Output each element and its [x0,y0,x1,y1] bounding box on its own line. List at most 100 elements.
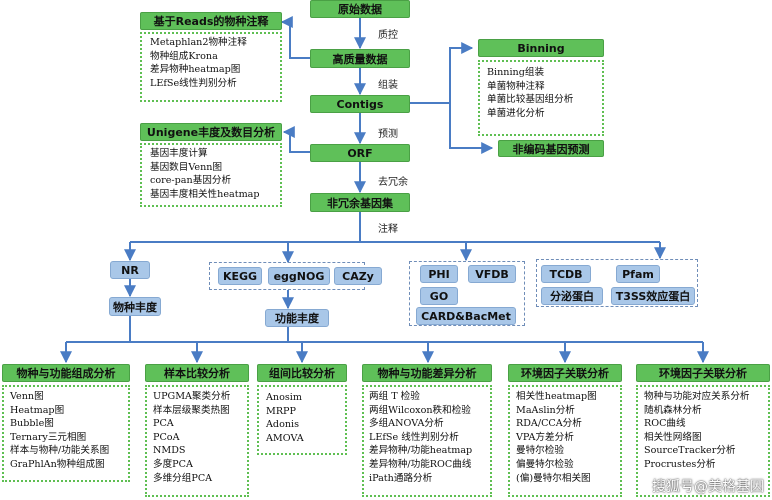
composition-list: Venn图 Heatmap图 Bubble图 Ternary三元相图 样本与物种… [10,390,109,472]
node-binning: Binning [478,39,604,57]
list-item: 相关性heatmap图 [516,391,597,402]
unigene-list-box [140,143,282,207]
composition-list-box [2,385,130,482]
node-nonredundant-gene-set: 非冗余基因集 [310,193,410,212]
node-function-abundance: 功能丰度 [265,309,329,327]
node-vfdb: VFDB [468,265,516,283]
list-item: 样本层级聚类热图 [153,404,230,416]
list-item: 样本与物种/功能关系图 [10,445,110,457]
arrow-contigs-to-binning [410,42,474,104]
list-item: 单菌进化分析 [487,107,545,119]
node-phi: PHI [420,265,458,283]
node-tcdb: TCDB [541,265,591,283]
list-item: 基因数目Venn图 [150,161,223,173]
list-item: 基因丰度计算 [150,148,208,159]
list-item: AMOVA [266,432,304,444]
list-item: 差异物种/功能ROC曲线 [369,458,472,470]
node-unigene-analysis: Unigene丰度及数目分析 [140,123,282,141]
list-item: SourceTracker分析 [644,445,736,457]
node-noncoding-gene-prediction: 非编码基因预测 [498,140,604,157]
node-contigs: Contigs [310,95,410,113]
differential-list-box [362,385,492,497]
list-item: 多维分组PCA [153,472,213,484]
list-item: Metaphlan2物种注释 [150,37,247,48]
group-comparison-list: Anosim MRPP Adonis AMOVA [266,391,304,445]
list-item: Adonis [266,419,300,431]
list-item: iPath通路分析 [369,472,433,484]
list-item: 物种组成Krona [150,50,218,62]
arrow-hq-to-reads-ann [280,16,310,59]
node-kegg: KEGG [218,267,262,285]
list-item: 相关性网络图 [644,431,702,443]
list-item: 两组Wilcoxon秩和检验 [369,404,471,416]
list-item: 差异物种heatmap图 [150,64,241,76]
node-nr: NR [110,261,150,279]
label-predict: 预测 [378,129,398,140]
list-item: (偏)曼特尔相关图 [516,472,591,484]
node-eggnog: eggNOG [268,267,330,285]
differential-list: 两组 T 检验 两组Wilcoxon秩和检验 多组ANOVA分析 LEfSe 线… [369,390,472,485]
list-item: Ternary三元相图 [10,431,87,443]
reads-annotation-list: Metaphlan2物种注释 物种组成Krona 差异物种heatmap图 LE… [150,36,247,90]
env-factor-list-box-1 [508,385,622,497]
list-item: Binning组装 [487,67,545,78]
arrow-orf-to-unigene [282,126,310,153]
list-item: 两组 T 检验 [369,391,420,402]
list-item: 基因丰度相关性heatmap [150,188,260,200]
list-item: core-pan基因分析 [150,175,232,187]
group-comparison-list-box [257,385,347,455]
node-orf: ORF [310,144,410,162]
watermark: 搜狐号@美格基因 [652,479,764,495]
list-item: Venn图 [10,391,44,402]
list-item: ROC曲线 [644,418,686,430]
list-item: Procrustes分析 [644,458,716,470]
arrow-contigs-to-noncoding [410,102,494,154]
node-reads-annotation: 基于Reads的物种注释 [140,12,282,30]
node-composition-analysis: 物种与功能组成分析 [2,364,130,382]
binning-list: Binning组装 单菌物种注释 单菌比较基因组分析 单菌进化分析 [487,66,573,120]
list-item: UPGMA聚类分析 [153,391,231,402]
node-group-comparison: 组间比较分析 [257,364,347,382]
node-card-bacmet: CARD&BacMet [416,307,516,325]
node-sample-comparison: 样本比较分析 [145,364,249,382]
label-assembly: 组装 [378,80,398,91]
node-species-abundance: 物种丰度 [109,297,161,316]
list-item: 物种与功能对应关系分析 [644,391,750,402]
list-item: RDA/CCA分析 [516,418,582,430]
node-differential-analysis: 物种与功能差异分析 [362,364,492,382]
list-item: Anosim [266,392,302,403]
reads-annotation-list-box [140,32,282,102]
list-item: PCA [153,418,174,430]
node-raw-data: 原始数据 [310,0,410,18]
list-item: Heatmap图 [10,404,65,416]
pathogen-db-group [409,261,525,326]
node-t3ss-effector: T3SS效应蛋白 [611,287,695,305]
list-item: GraPhlAn物种组成图 [10,458,105,470]
protein-db-group [536,259,698,307]
list-item: MRPP [266,405,296,417]
unigene-list: 基因丰度计算 基因数目Venn图 core-pan基因分析 基因丰度相关性hea… [150,147,260,201]
sample-comparison-list-box [145,385,249,497]
list-item: 多组ANOVA分析 [369,418,444,430]
list-item: NMDS [153,445,186,457]
label-annotate: 注释 [378,224,398,235]
list-item: Bubble图 [10,418,54,430]
list-item: LEfSe 线性判别分析 [369,431,459,443]
list-item: 偏曼特尔检验 [516,458,574,470]
list-item: 曼特尔检验 [516,445,564,457]
env-factor-list-2: 物种与功能对应关系分析 随机森林分析 ROC曲线 相关性网络图 SourceTr… [644,390,750,472]
node-env-factor-analysis-1: 环境因子关联分析 [508,364,622,382]
list-item: 多度PCA [153,458,193,470]
list-item: LEfSe线性判别分析 [150,77,237,89]
list-item: VPA方差分析 [516,431,574,443]
node-env-factor-analysis-2: 环境因子关联分析 [636,364,770,382]
list-item: MaAslin分析 [516,404,575,416]
label-qc: 质控 [378,30,398,41]
node-pfam: Pfam [616,265,660,283]
list-item: 单菌比较基因组分析 [487,94,574,106]
node-high-quality-data: 高质量数据 [310,49,410,68]
node-cazy: CAZy [334,267,382,285]
list-item: 单菌物种注释 [487,80,545,92]
env-factor-list-1: 相关性heatmap图 MaAslin分析 RDA/CCA分析 VPA方差分析 … [516,390,597,485]
